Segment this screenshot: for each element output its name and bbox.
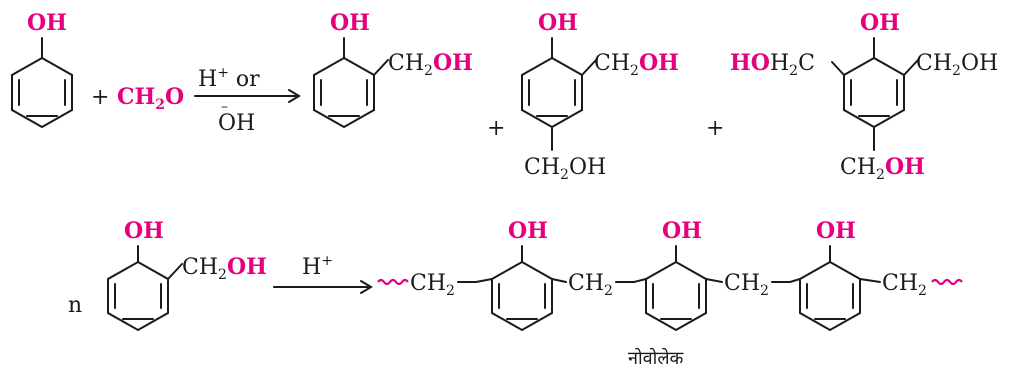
- svg-text:CH2OH: CH2OH: [524, 155, 606, 183]
- svg-text:CH2OH: CH2OH: [182, 254, 267, 283]
- polymer-name: नोवोलेक: [628, 347, 685, 369]
- monomer-ortho-hydroxymethylphenol: OH CH2OH: [107, 218, 267, 332]
- polymer-ring1-oh: OH: [508, 218, 548, 244]
- arrow-2-condition: H+: [302, 253, 333, 280]
- product1-oh: OH: [330, 10, 370, 36]
- product3-oh: OH: [860, 10, 900, 36]
- n-coefficient: n: [68, 293, 82, 318]
- svg-text:CH2OH: CH2OH: [916, 51, 998, 79]
- polymer-ring3-oh: OH: [816, 218, 856, 244]
- svg-text:CH2O: CH2O: [117, 84, 184, 113]
- reaction-arrow-1: H+ or – OH: [194, 65, 301, 136]
- svg-text:CH2: CH2: [882, 271, 927, 299]
- svg-text:CH2OH: CH2OH: [388, 50, 473, 79]
- product-ortho-hydroxymethylphenol: OH CH2OH: [313, 10, 473, 129]
- polymer-ring2-oh: OH: [662, 218, 702, 244]
- product-tris-hydroxymethylphenol: HOH2C OH CH2OH CH2OH: [730, 10, 998, 183]
- plus-sign-2: +: [487, 116, 505, 141]
- phenol-oh: OH: [27, 10, 67, 36]
- plus-sign-3: +: [706, 116, 724, 141]
- svg-text:CH2: CH2: [568, 271, 613, 299]
- arrow-1-condition-top: H+ or: [198, 65, 260, 92]
- arrow-1-bar: –: [221, 99, 228, 115]
- svg-text:CH2: CH2: [410, 271, 455, 299]
- product2-oh: OH: [538, 10, 578, 36]
- novolac-polymer: CH2 OH CH2 OH CH2 OH CH2: [377, 218, 963, 369]
- wavy-chain-end-left: [377, 278, 409, 286]
- product-bis-hydroxymethylphenol: OH CH2OH CH2OH: [521, 10, 679, 183]
- svg-text:CH2OH: CH2OH: [840, 154, 925, 183]
- monomer-oh: OH: [124, 218, 164, 244]
- plus-sign-1: +: [91, 85, 109, 110]
- formaldehyde: CH2O: [117, 84, 184, 113]
- wavy-chain-end-right: [931, 278, 963, 286]
- svg-text:CH2OH: CH2OH: [594, 50, 679, 79]
- svg-text:HOH2C: HOH2C: [730, 50, 815, 79]
- svg-text:CH2: CH2: [724, 271, 769, 299]
- phenol: OH: [11, 10, 73, 129]
- arrow-1-condition-bottom: OH: [218, 111, 255, 136]
- reaction-arrow-2: H+: [273, 253, 373, 294]
